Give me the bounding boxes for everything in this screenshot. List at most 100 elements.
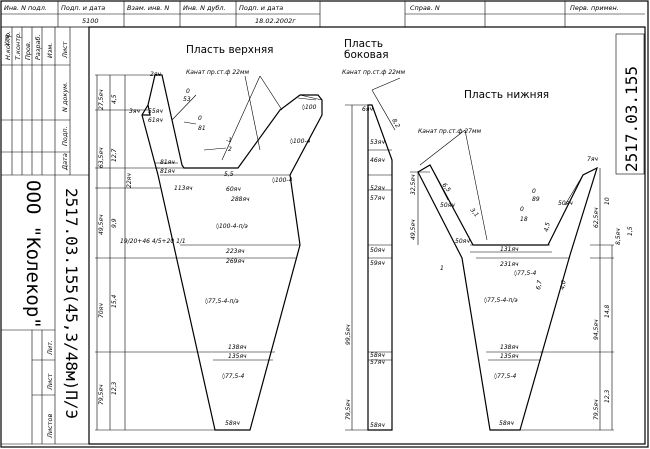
u-d123: 12,3 — [111, 381, 118, 395]
l-50ya-b: 50яч — [558, 200, 573, 207]
stamp-inv-podl: Инв. N подл. — [4, 4, 47, 12]
u-55: 5,5 — [224, 171, 234, 178]
l-148: 14,8 — [604, 304, 611, 318]
role-prov: Пров. — [24, 41, 32, 60]
upper-panel — [95, 74, 323, 431]
doc-code: 2517.03.155(45,3/48м)П/Э — [62, 188, 81, 419]
l-18: 18 — [520, 216, 528, 223]
l-775p: ◊77,5-4-п/э — [484, 297, 518, 304]
u-d27: 27,5яч — [98, 89, 105, 110]
u-135ya: 135яч — [228, 353, 247, 360]
u-269ya: 269яч — [226, 258, 245, 265]
l-rope-27: Канат пр.ст.ф 27мм — [418, 128, 481, 135]
stamp-date: 18.02.2002г — [255, 17, 296, 25]
side-panel — [345, 77, 401, 431]
col-podp: Подп. — [61, 126, 69, 146]
u-81ya-b: 81яч — [160, 168, 175, 175]
u-d22: 22яч — [126, 173, 133, 188]
s-57b: 57яч — [370, 359, 385, 366]
s-82: 8,2 — [390, 118, 401, 130]
role-razrab: Разраб. — [34, 34, 42, 60]
u-58ya: 58яч — [225, 420, 240, 427]
l-945: 94,5яч — [593, 319, 600, 340]
u-223ya: 223яч — [226, 248, 245, 255]
s-995: 99,5яч — [345, 324, 352, 345]
u-81: 81 — [198, 125, 206, 132]
company-name: ООО "Колекор" — [22, 180, 44, 329]
l-1: 1 — [440, 265, 444, 272]
u-55ya: 55яч — [148, 108, 163, 115]
u-d45: 4,5 — [111, 94, 118, 104]
s-46: 46яч — [370, 157, 385, 164]
u-288ya: 288яч — [231, 196, 250, 203]
s-58: 58яч — [370, 352, 385, 359]
l-10: 10 — [604, 197, 611, 205]
doc-number-box: 2517.03.155 — [615, 33, 645, 175]
u-100-4p: ◊100-4-п/э — [216, 223, 248, 230]
u-m1: -1 — [226, 137, 232, 144]
s-57: 57яч — [370, 195, 385, 202]
l-31: 3,1 — [468, 207, 479, 219]
stamp-sprav: Справ. N — [410, 4, 440, 12]
s-53: 53яч — [370, 139, 385, 146]
u-0-81: 0 — [198, 115, 202, 122]
u-d127: 12,7 — [111, 148, 118, 162]
lower-panel-labels: Канат пр.ст.ф 27мм 7яч 50яч 50яч 50яч 0 … — [410, 128, 634, 427]
l-65: 6,5 — [440, 182, 452, 194]
heading-side-2: боковая — [344, 49, 389, 61]
u-60ya: 60яч — [226, 186, 241, 193]
u-d63: 63,5яч — [98, 147, 105, 168]
u-138ya: 138яч — [228, 344, 247, 351]
l-67: 6,7 — [535, 280, 544, 291]
col-izm: Изм. — [46, 43, 54, 58]
u-775: ◊77,5-4 — [222, 373, 244, 380]
u-0-53: 0 — [186, 88, 190, 95]
heading-lower: Пласть нижняя — [464, 89, 549, 101]
l-45: 4,5 — [543, 222, 552, 233]
l-135: 135яч — [500, 353, 519, 360]
l-775-a: ◊77,5-4 — [514, 270, 536, 277]
u-2ya: 2яч — [150, 71, 161, 78]
l-15: 1,5 — [627, 226, 634, 236]
stamp-inv-dubl: Инв. N дубл. — [183, 4, 226, 12]
u-775p: ◊77,5-4-п/э — [205, 298, 239, 305]
u-113ya: 113яч — [174, 185, 193, 192]
l-123: 12,3 — [604, 389, 611, 403]
u-frac-a: 19/20+46 4/5+20 1/1 — [120, 238, 186, 245]
l-231: 231яч — [500, 261, 519, 268]
l-131: 131яч — [500, 246, 519, 253]
s-50: 50яч — [370, 247, 385, 254]
u-100: ◊100 — [302, 104, 317, 111]
s-795: 79,5яч — [345, 399, 352, 420]
l-40: 4,0 — [559, 280, 568, 291]
l-50ya-a: 50яч — [440, 202, 455, 209]
u-d49: 49,5яч — [98, 214, 105, 235]
upper-panel-labels: 2яч Канат пр.ст.ф 22мм 0 53 3яч 55яч 61я… — [98, 69, 317, 427]
s-59: 59яч — [370, 260, 385, 267]
col-n-dokum: N докум. — [61, 82, 69, 112]
col-data: Дата — [61, 153, 69, 171]
l-58: 58яч — [499, 420, 514, 427]
stamp-podp-data2: Подп. и дата — [239, 4, 283, 12]
inner-frame — [88, 26, 646, 445]
role-tkontr: Т.контр. — [14, 32, 22, 60]
top-stamp: Инв. N подл. Подп. и дата Взам. инв. N И… — [0, 1, 645, 28]
l-0-89: 0 — [532, 188, 536, 195]
u-rope-22: Канат пр.ст.ф 22мм — [186, 69, 249, 76]
l-625: 62,5яч — [593, 207, 600, 228]
u-d154: 15,4 — [111, 294, 118, 308]
l-85: 8,5яч — [615, 228, 622, 245]
l-50ya-c: 50яч — [455, 238, 470, 245]
u-d70: 70яч — [98, 303, 105, 318]
l-775-b: ◊77,5-4 — [494, 373, 516, 380]
l-325: 32,5яч — [410, 174, 417, 195]
listov-label: Листов — [46, 414, 54, 439]
list-label: Лист — [46, 373, 54, 391]
side-panel-labels: 6яч Канат пр.ст.ф 22мм 8,2 53яч 46яч 52я… — [342, 69, 405, 429]
u-81ya-a: 81яч — [160, 159, 175, 166]
s-58b: 58яч — [370, 422, 385, 429]
l-795: 79,5яч — [593, 399, 600, 420]
u-2: 2 — [228, 146, 232, 153]
u-d795: 79,5яч — [98, 384, 105, 405]
